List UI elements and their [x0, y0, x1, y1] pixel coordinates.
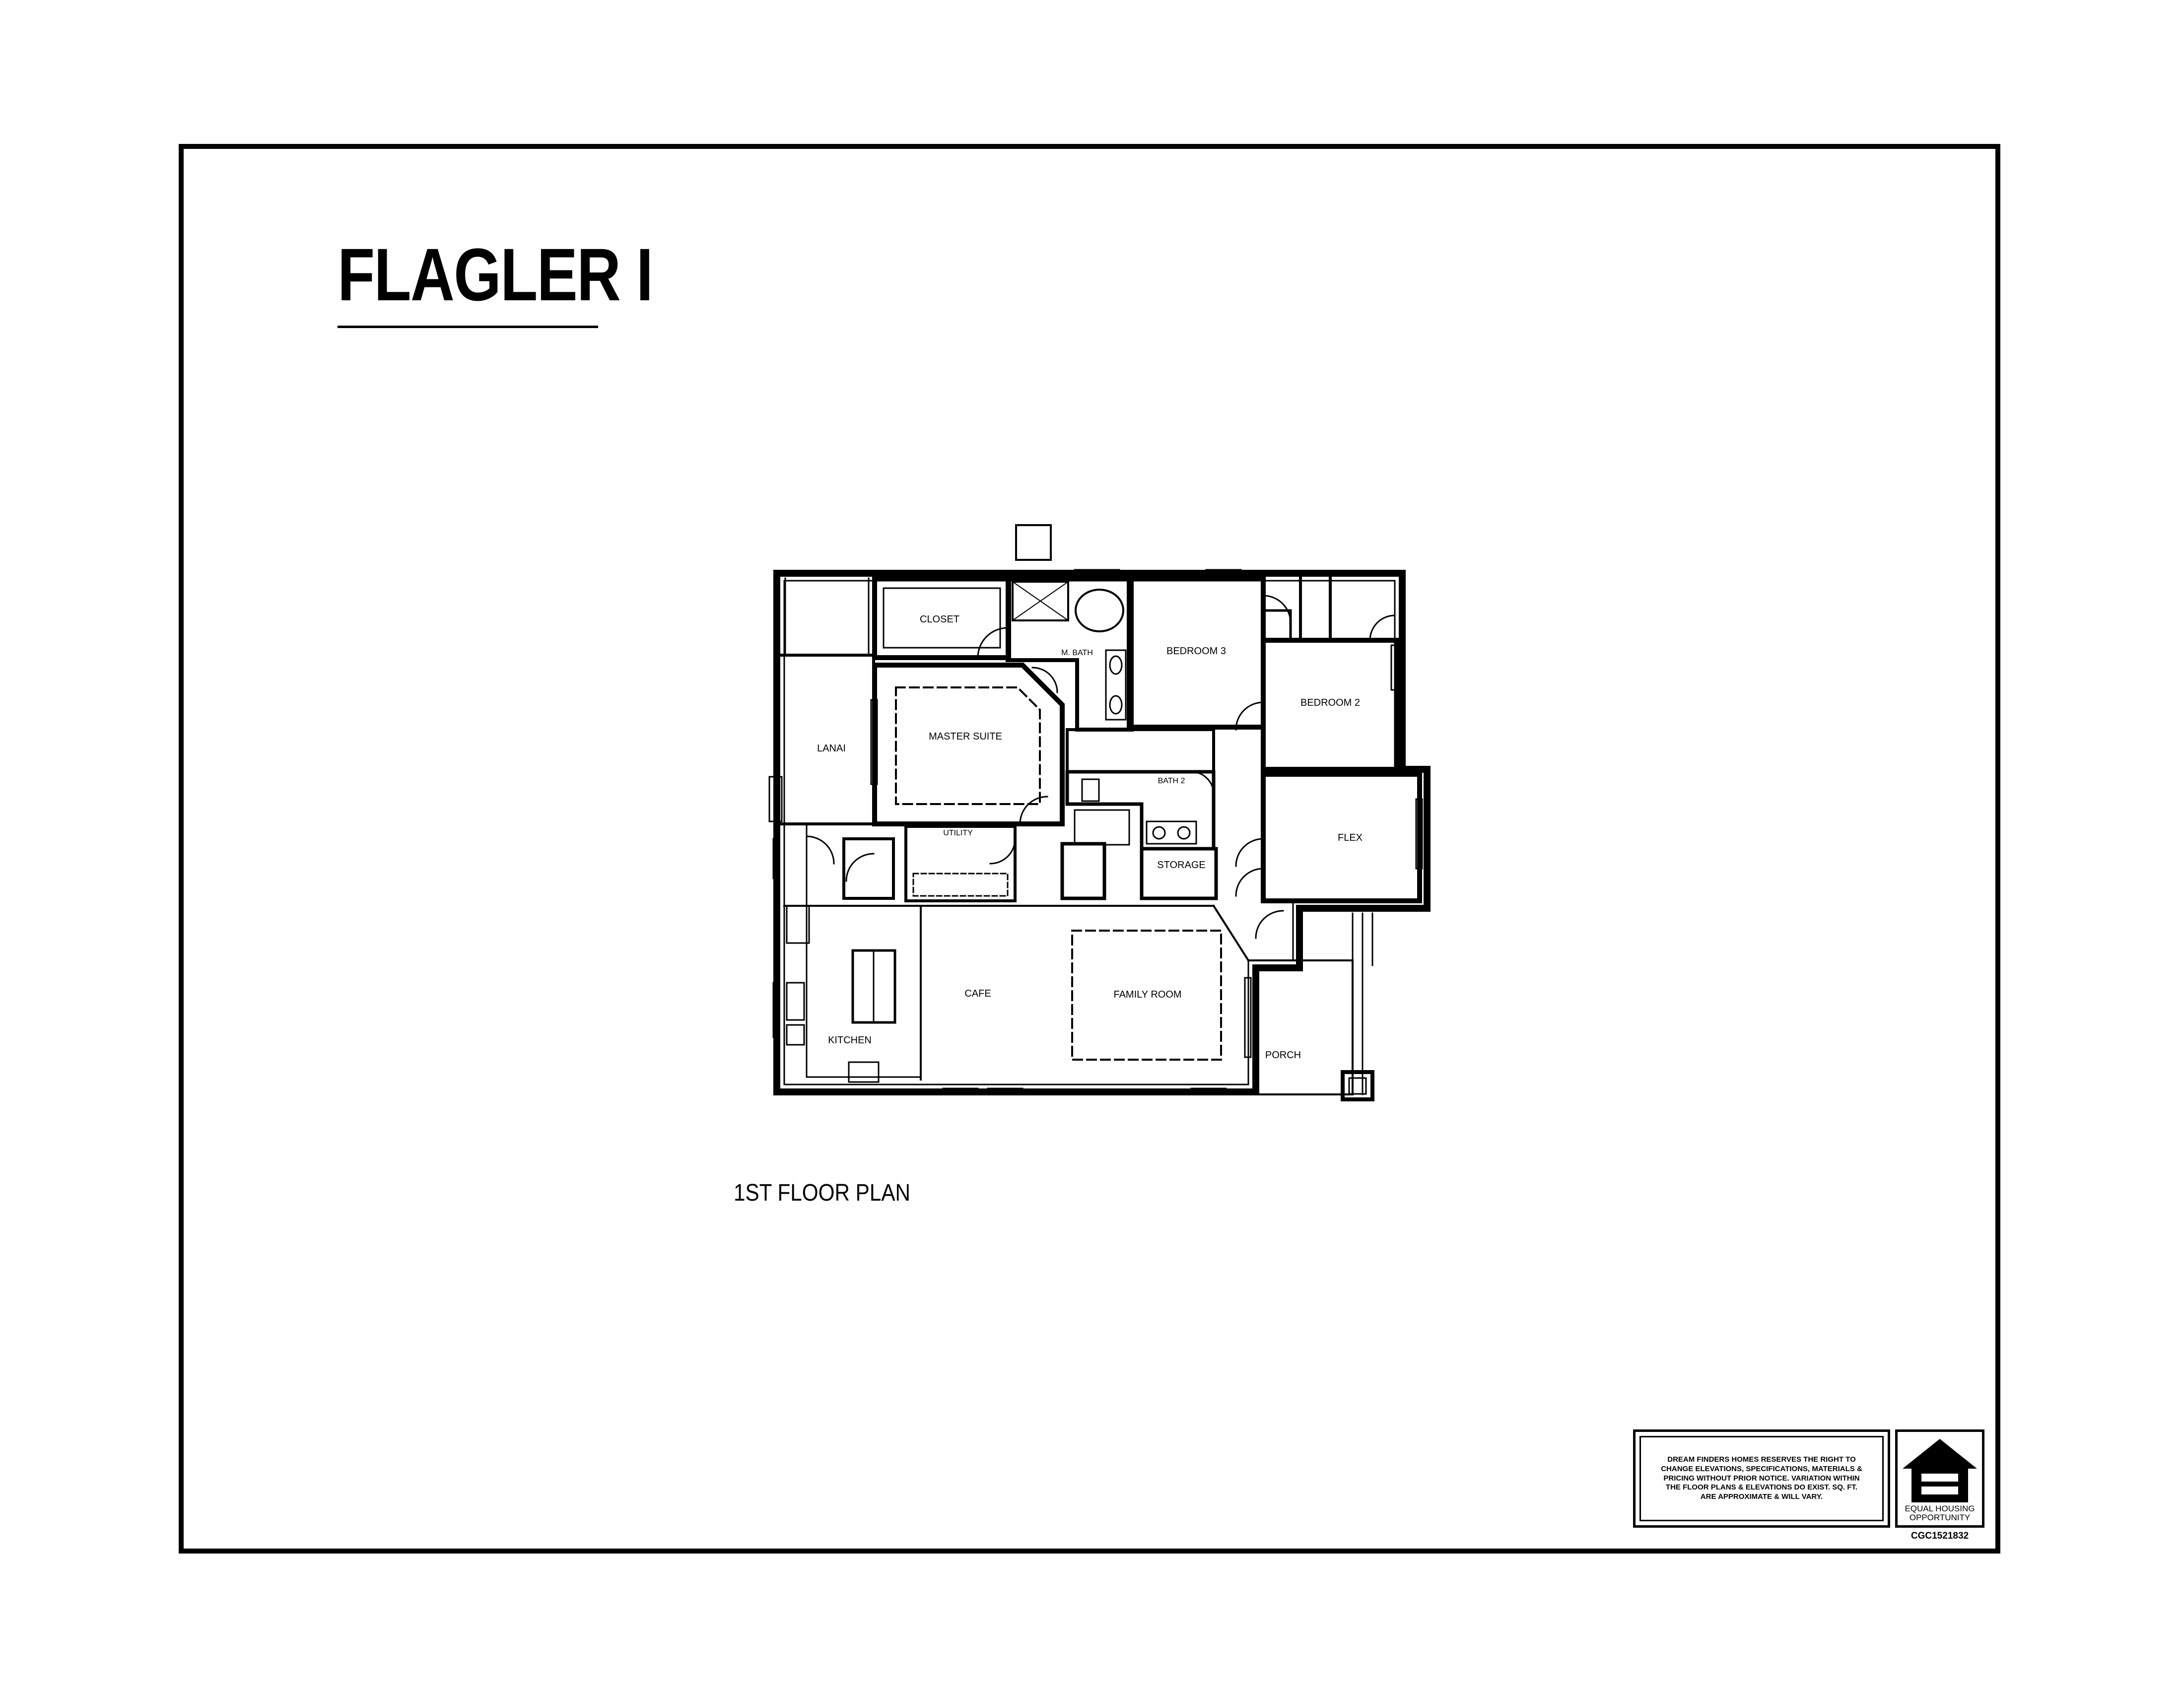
toilet-icon	[1081, 778, 1100, 802]
storage-walls	[1140, 847, 1218, 900]
utility-walls	[904, 825, 1017, 902]
family-room-wall	[1212, 904, 1250, 962]
sheet-border	[179, 144, 2000, 1554]
room-label-storage: STORAGE	[1157, 860, 1205, 871]
room-label-porch: PORCH	[1265, 1050, 1301, 1061]
washer-dryer-icon	[912, 873, 1009, 897]
porch-column-inner	[1348, 1077, 1367, 1095]
room-label-master-bath: M. BATH	[1061, 649, 1093, 657]
sink-icon	[1109, 695, 1123, 715]
porch-column	[1341, 1070, 1374, 1101]
lanai-outline	[780, 654, 875, 825]
title-underline	[338, 326, 598, 328]
disclaimer-inner-border: DREAM FINDERS HOMES RESERVES THE RIGHT T…	[1639, 1436, 1884, 1521]
windows	[772, 569, 1423, 1095]
vanity-icon	[1105, 649, 1127, 721]
porch-column-lines	[1352, 912, 1373, 1095]
linen-closet	[1060, 842, 1106, 900]
room-label-closet: CLOSET	[920, 614, 959, 625]
shower-icon	[1012, 581, 1069, 621]
porch-outline	[1247, 959, 1354, 1095]
kitchen-boundary	[783, 905, 1215, 1081]
sink-icon	[1109, 655, 1123, 675]
equal-housing-line2: OPPORTUNITY	[1909, 1513, 1971, 1523]
bedroom2-closet	[1299, 577, 1332, 642]
bath2-tub-icon	[1074, 809, 1130, 846]
room-label-utility: UTILITY	[943, 829, 973, 837]
refrigerator-icon	[786, 905, 810, 944]
flex-walls	[1261, 772, 1422, 903]
kitchen-sink-icon	[786, 982, 805, 1021]
disclaimer-text: DREAM FINDERS HOMES RESERVES THE RIGHT T…	[1661, 1455, 1862, 1501]
room-labels: CLOSET M. BATH BEDROOM 3 BEDROOM 2 LANAI…	[817, 614, 1363, 1061]
equal-housing-line1: EQUAL HOUSING	[1905, 1504, 1975, 1514]
sink-icon	[1177, 826, 1191, 840]
room-label-bath2: BATH 2	[1158, 777, 1185, 785]
room-label-bedroom2: BEDROOM 2	[1300, 697, 1360, 708]
disclaimer-box: DREAM FINDERS HOMES RESERVES THE RIGHT T…	[1633, 1429, 1890, 1528]
hall-walls	[1066, 728, 1215, 773]
equal-housing-logo: EQUAL HOUSING OPPORTUNITY	[1895, 1429, 1984, 1528]
shower-cross	[1012, 581, 1069, 621]
room-label-master-suite: MASTER SUITE	[929, 731, 1002, 742]
exterior-wall	[773, 570, 1431, 1095]
dishwasher-icon	[786, 1024, 805, 1046]
master-suite-walls	[872, 663, 1065, 826]
floor-plan-caption: 1ST FLOOR PLAN	[734, 1180, 911, 1206]
equal-housing-house-icon	[1903, 1439, 1977, 1502]
room-label-flex: FLEX	[1338, 832, 1363, 843]
equal-housing-text: EQUAL HOUSING OPPORTUNITY	[1898, 1504, 1982, 1522]
pantry-walls	[842, 837, 895, 900]
range-icon	[848, 1061, 880, 1083]
room-label-kitchen: KITCHEN	[828, 1035, 872, 1046]
page-title: FLAGLER I	[338, 233, 653, 316]
lanai-edge	[768, 577, 870, 822]
room-label-family-room: FAMILY ROOM	[1113, 989, 1181, 1000]
kitchen-counter	[788, 823, 922, 1078]
door-swings	[806, 595, 1396, 939]
room-label-bedroom3: BEDROOM 3	[1166, 646, 1226, 657]
closet-shelf	[883, 587, 1001, 649]
bedroom3-closet	[1262, 609, 1292, 642]
tray-ceiling	[895, 686, 1041, 805]
license-number: CGC1521832	[1911, 1531, 1969, 1541]
vent-box	[1015, 524, 1052, 561]
family-room-tray	[1071, 930, 1222, 1061]
sink-icon	[1152, 826, 1166, 840]
bath2-vanity-icon	[1146, 820, 1197, 845]
tub-icon	[1075, 589, 1124, 632]
room-label-lanai: LANAI	[817, 743, 846, 754]
room-label-cafe: CAFE	[964, 988, 991, 999]
